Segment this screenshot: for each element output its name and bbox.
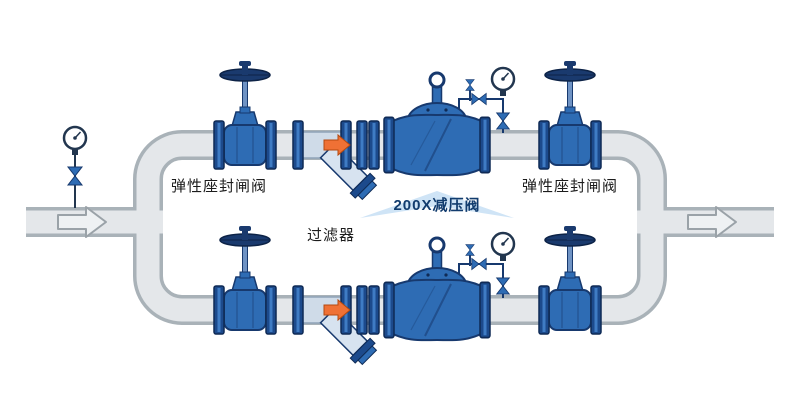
bottom-branch [214,226,601,367]
label-gate-valve-right: 弹性座封闸阀 [521,178,618,195]
flange-joint-bottom-b [368,285,380,335]
flange-joint-bottom-a [356,285,368,335]
flange-joint-top-b [368,120,380,170]
prv-label-banner [360,191,514,218]
inlet-flow-arrow-icon [57,206,107,238]
label-filter: 过滤器 [306,227,355,244]
flange-joint-top-a [356,120,368,170]
gauge-isolation-valve-icon [67,166,83,186]
label-gate-valve-left: 弹性座封闸阀 [170,178,267,195]
inlet-pressure-gauge [62,125,88,208]
outlet-flow-arrow-icon [687,206,737,238]
label-pressure-reducing-valve: 200X减压阀 [393,197,481,214]
gate-valve-top-left [214,61,276,169]
pressure-gauge-icon [62,125,88,157]
gate-valve-bottom-right [539,226,601,334]
gate-valve-bottom-left [214,226,276,334]
gate-valve-top-right [539,61,601,169]
